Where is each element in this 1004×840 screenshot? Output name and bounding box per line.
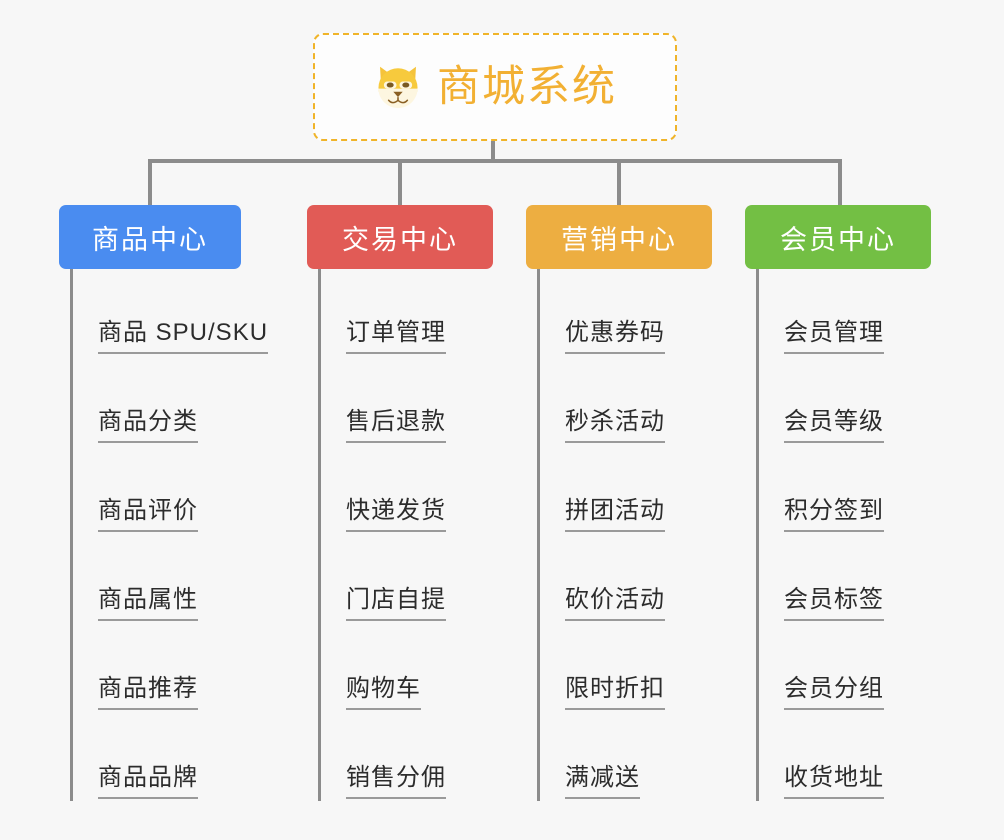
leaf-label: 会员等级 bbox=[784, 408, 884, 443]
leaf-label: 快递发货 bbox=[346, 497, 446, 532]
list-item[interactable]: 会员标签 bbox=[745, 536, 931, 625]
category-column-product: 商品中心 商品 SPU/SKU 商品分类 商品评价 商品属性 商品推荐 商品品牌 bbox=[59, 205, 269, 803]
category-label: 商品中心 bbox=[92, 224, 208, 255]
leaf-label: 商品推荐 bbox=[98, 675, 198, 710]
leaf-label: 优惠券码 bbox=[565, 319, 665, 354]
leaf-label: 商品属性 bbox=[98, 586, 198, 621]
leaf-label: 秒杀活动 bbox=[565, 408, 665, 443]
root-node[interactable]: 商城系统 bbox=[313, 33, 677, 141]
leaf-label: 满减送 bbox=[565, 764, 640, 799]
list-item[interactable]: 优惠券码 bbox=[526, 269, 712, 358]
leaf-list-product: 商品 SPU/SKU 商品分类 商品评价 商品属性 商品推荐 商品品牌 bbox=[59, 269, 269, 803]
leaf-label: 砍价活动 bbox=[565, 586, 665, 621]
list-item[interactable]: 砍价活动 bbox=[526, 536, 712, 625]
list-item[interactable]: 商品 SPU/SKU bbox=[59, 269, 269, 358]
list-item[interactable]: 门店自提 bbox=[307, 536, 493, 625]
leaf-label: 商品评价 bbox=[98, 497, 198, 532]
list-item[interactable]: 商品品牌 bbox=[59, 714, 241, 803]
leaf-label: 销售分佣 bbox=[346, 764, 446, 799]
connector-drop-2 bbox=[398, 159, 402, 207]
leaf-label: 拼团活动 bbox=[565, 497, 665, 532]
list-item[interactable]: 拼团活动 bbox=[526, 447, 712, 536]
leaf-list-marketing: 优惠券码 秒杀活动 拼团活动 砍价活动 限时折扣 满减送 bbox=[526, 269, 712, 803]
category-label: 交易中心 bbox=[342, 224, 458, 255]
connector-horizontal-bus bbox=[148, 159, 842, 163]
category-column-trade: 交易中心 订单管理 售后退款 快递发货 门店自提 购物车 销售分佣 bbox=[307, 205, 493, 803]
list-item[interactable]: 限时折扣 bbox=[526, 625, 712, 714]
branch-marketing: 优惠券码 秒杀活动 拼团活动 砍价活动 限时折扣 满减送 bbox=[526, 269, 712, 803]
root-title: 商城系统 bbox=[437, 62, 617, 111]
list-item[interactable]: 满减送 bbox=[526, 714, 712, 803]
connector-drop-1 bbox=[148, 159, 152, 207]
list-item[interactable]: 快递发货 bbox=[307, 447, 493, 536]
list-item[interactable]: 商品属性 bbox=[59, 536, 241, 625]
leaf-list-trade: 订单管理 售后退款 快递发货 门店自提 购物车 销售分佣 bbox=[307, 269, 493, 803]
leaf-label: 积分签到 bbox=[784, 497, 884, 532]
list-item[interactable]: 会员等级 bbox=[745, 358, 931, 447]
category-column-marketing: 营销中心 优惠券码 秒杀活动 拼团活动 砍价活动 限时折扣 满减送 bbox=[526, 205, 712, 803]
leaf-label: 订单管理 bbox=[346, 319, 446, 354]
leaf-label: 会员分组 bbox=[784, 675, 884, 710]
connector-drop-4 bbox=[838, 159, 842, 207]
branch-trunk bbox=[756, 269, 759, 801]
list-item[interactable]: 销售分佣 bbox=[307, 714, 493, 803]
leaf-label: 购物车 bbox=[346, 675, 421, 710]
list-item[interactable]: 商品分类 bbox=[59, 358, 241, 447]
branch-member: 会员管理 会员等级 积分签到 会员标签 会员分组 收货地址 bbox=[745, 269, 931, 803]
list-item[interactable]: 商品推荐 bbox=[59, 625, 241, 714]
list-item[interactable]: 售后退款 bbox=[307, 358, 493, 447]
list-item[interactable]: 收货地址 bbox=[745, 714, 931, 803]
list-item[interactable]: 购物车 bbox=[307, 625, 493, 714]
category-column-member: 会员中心 会员管理 会员等级 积分签到 会员标签 会员分组 收货地址 bbox=[745, 205, 931, 803]
list-item[interactable]: 商品评价 bbox=[59, 447, 241, 536]
list-item[interactable]: 会员管理 bbox=[745, 269, 931, 358]
list-item[interactable]: 秒杀活动 bbox=[526, 358, 712, 447]
leaf-label: 门店自提 bbox=[346, 586, 446, 621]
leaf-label: 会员管理 bbox=[784, 319, 884, 354]
shiba-dog-face-icon bbox=[378, 66, 418, 109]
branch-trunk bbox=[70, 269, 73, 801]
category-box-marketing[interactable]: 营销中心 bbox=[526, 205, 712, 269]
category-label: 会员中心 bbox=[780, 224, 896, 255]
branch-trunk bbox=[318, 269, 321, 801]
connector-drop-3 bbox=[617, 159, 621, 207]
leaf-label: 商品品牌 bbox=[98, 764, 198, 799]
branch-trade: 订单管理 售后退款 快递发货 门店自提 购物车 销售分佣 bbox=[307, 269, 493, 803]
category-box-product[interactable]: 商品中心 bbox=[59, 205, 241, 269]
category-label: 营销中心 bbox=[561, 224, 677, 255]
leaf-list-member: 会员管理 会员等级 积分签到 会员标签 会员分组 收货地址 bbox=[745, 269, 931, 803]
list-item[interactable]: 订单管理 bbox=[307, 269, 493, 358]
branch-trunk bbox=[537, 269, 540, 801]
category-box-trade[interactable]: 交易中心 bbox=[307, 205, 493, 269]
branch-product: 商品 SPU/SKU 商品分类 商品评价 商品属性 商品推荐 商品品牌 bbox=[59, 269, 269, 803]
connector-root-stem bbox=[491, 141, 495, 162]
leaf-label: 会员标签 bbox=[784, 586, 884, 621]
leaf-label: 商品分类 bbox=[98, 408, 198, 443]
leaf-label: 收货地址 bbox=[784, 764, 884, 799]
leaf-label: 限时折扣 bbox=[565, 675, 665, 710]
list-item[interactable]: 积分签到 bbox=[745, 447, 931, 536]
leaf-label: 售后退款 bbox=[346, 408, 446, 443]
category-box-member[interactable]: 会员中心 bbox=[745, 205, 931, 269]
list-item[interactable]: 会员分组 bbox=[745, 625, 931, 714]
leaf-label: 商品 SPU/SKU bbox=[98, 319, 269, 354]
